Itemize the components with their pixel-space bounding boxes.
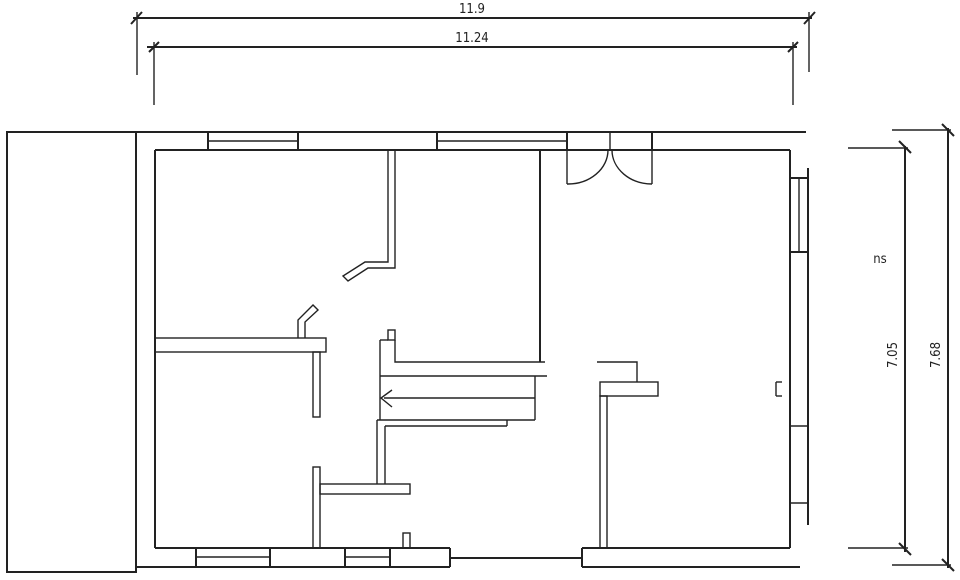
outer-walls [136,131,809,568]
inner-walls [154,149,791,567]
window-right [789,177,809,504]
left-annex [6,131,137,573]
window-top-center [436,131,568,151]
dimension-overall-height: 7.68 [892,123,955,572]
entrance-door-icon [566,131,653,185]
interior-partitions [154,150,782,549]
inner-height-label: 7.05 [886,342,901,368]
overall-height-label: 7.68 [929,342,944,368]
dimension-overall-width: 11.9 [130,2,816,75]
overall-width-label: 11.9 [459,2,485,17]
staircase [376,329,547,484]
window-top-left [207,131,299,151]
room-note-label: ns [873,252,887,267]
stair-arrow-icon [379,389,393,408]
dimension-inner-width: 11.24 [147,31,799,105]
window-bottom [195,547,391,568]
dimension-inner-height: 7.05 [848,140,912,556]
inner-width-label: 11.24 [455,31,488,46]
